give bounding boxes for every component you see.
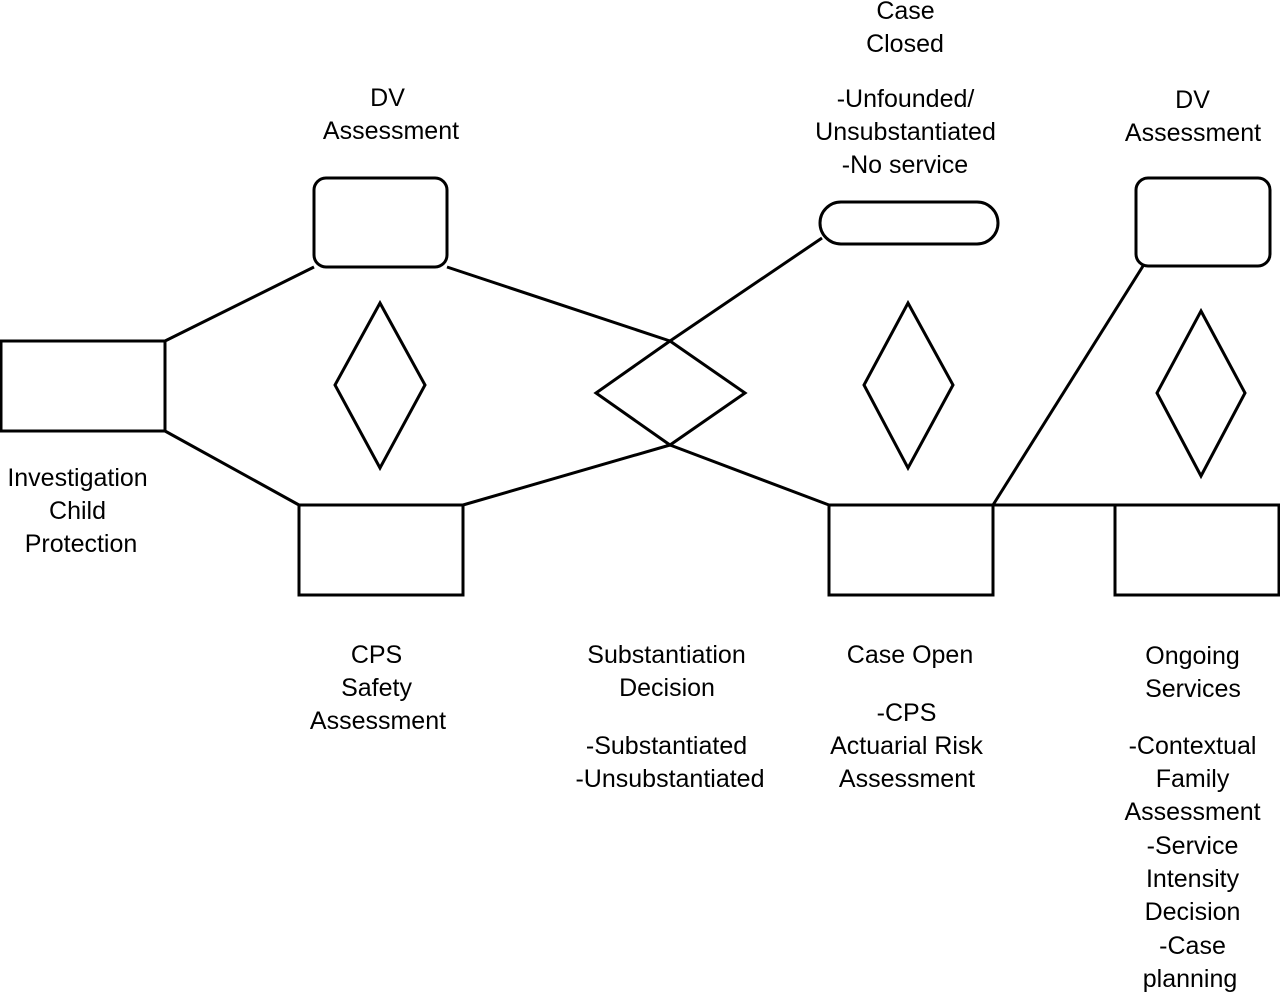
- case-open-label: Case Open: [847, 641, 973, 669]
- substantiation-decision-diamond: [593, 339, 748, 447]
- dv-assessment-box-left: [312, 176, 449, 269]
- case-closed-label: Case Closed: [866, 0, 944, 58]
- connector-investigation-to-dv-assessment: [164, 265, 315, 343]
- case-closed-box: [818, 200, 1000, 246]
- decision-diamond-1: [333, 299, 427, 472]
- investigation-label: Investigation Child Protection: [7, 464, 154, 558]
- decision-diamond-4: [1155, 307, 1247, 480]
- ongoing-services-details: -Contextual Family Assessment -Service I…: [1124, 732, 1267, 993]
- case-open-details: -CPS Actuarial Risk Assessment: [830, 699, 990, 793]
- case-open-box: [827, 503, 995, 597]
- dv-assessment-right-label: DV Assessment: [1125, 86, 1261, 147]
- ongoing-services-box: [1113, 503, 1280, 597]
- cps-safety-label: CPS Safety Assessment: [310, 641, 446, 735]
- dv-assessment-box-right: [1134, 176, 1272, 268]
- substantiation-details: -Substantiated -Unsubstantiated: [575, 732, 764, 793]
- ongoing-services-label: Ongoing Services: [1145, 642, 1247, 703]
- connector-case-open-to-dv-assessment: [991, 265, 1145, 506]
- case-closed-details: -Unfounded/ Unsubstantiated -No service: [815, 85, 1003, 179]
- connector-dv-assessment-to-substantiation: [446, 265, 671, 343]
- investigation-box: [0, 339, 167, 433]
- connector-substantiation-to-case-open: [669, 443, 830, 507]
- connector-substantiation-to-case-closed: [669, 236, 823, 343]
- dv-assessment-left-label: DV Assessment: [323, 84, 459, 145]
- substantiation-label: Substantiation Decision: [587, 641, 752, 702]
- connector-cps-safety-to-substantiation: [462, 443, 671, 507]
- cps-safety-box: [297, 503, 465, 597]
- decision-diamond-3: [862, 299, 955, 472]
- connector-investigation-to-cps-safety: [164, 429, 300, 507]
- connectors: [164, 236, 1145, 507]
